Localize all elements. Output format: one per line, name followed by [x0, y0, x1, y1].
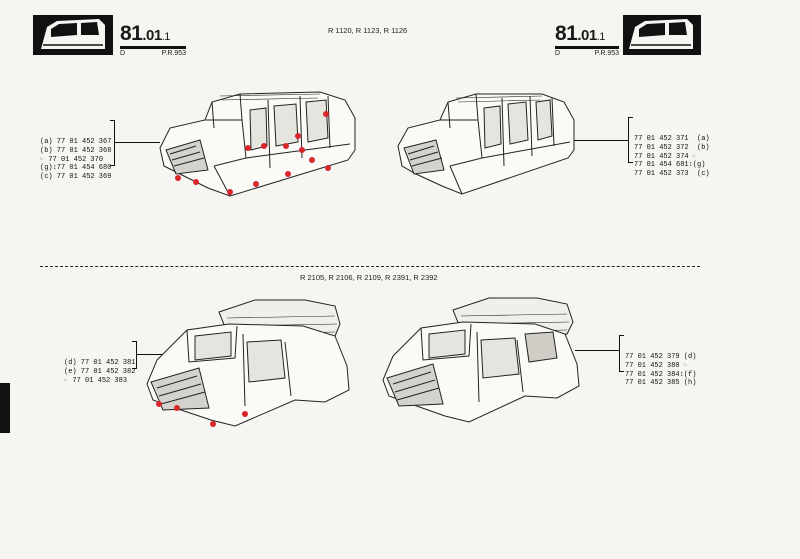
bracket-top-left [110, 120, 115, 166]
leader-bottom-right [575, 350, 619, 351]
body-thumbnail-right [623, 15, 701, 55]
parts-list-top-right: 77 01 452 371 (a)77 01 452 372 (b)77 01 … [634, 134, 710, 179]
bracket-bottom-left [132, 341, 137, 369]
body-shell-bottom-left [135, 296, 360, 436]
parts-list-top-left: (a) 77 01 452 367(b) 77 01 452 368☞ 77 0… [40, 137, 112, 182]
marker-overlay-top-left [150, 88, 365, 206]
doc-code: D [120, 50, 126, 57]
leader-bottom-left [136, 354, 176, 355]
leader-top-left [114, 142, 160, 143]
body-shell-top-right [392, 88, 580, 206]
body-shell-top-left [150, 88, 365, 206]
page-reference-left: 81.01.1 D P.R.953 [120, 22, 186, 57]
page-reference-right: 81.01.1 D P.R.953 [555, 22, 619, 57]
page-edge-tab [0, 383, 10, 433]
red-marker-dots [175, 111, 331, 195]
leader-top-right [570, 140, 628, 141]
bracket-bottom-right [619, 335, 624, 372]
parts-list-bottom-left: (d) 77 01 452 381(e) 77 01 452 382☞ 77 0… [64, 358, 136, 385]
section-divider [40, 266, 700, 267]
models-top: R 1120, R 1123, R 1126 [328, 26, 408, 35]
parts-list-bottom-right: 77 01 452 379 (d)77 01 452 380 ☞77 01 45… [625, 352, 697, 388]
body-thumbnail-left [33, 15, 113, 55]
pr-number: P.R.953 [161, 50, 186, 57]
models-bottom: R 2105, R 2106, R 2109, R 2391, R 2392 [300, 273, 438, 282]
red-marker-dots-bottom [156, 401, 248, 427]
bracket-top-right [628, 117, 633, 163]
marker-overlay-bottom-left [135, 296, 360, 436]
body-shell-bottom-right [375, 294, 590, 434]
